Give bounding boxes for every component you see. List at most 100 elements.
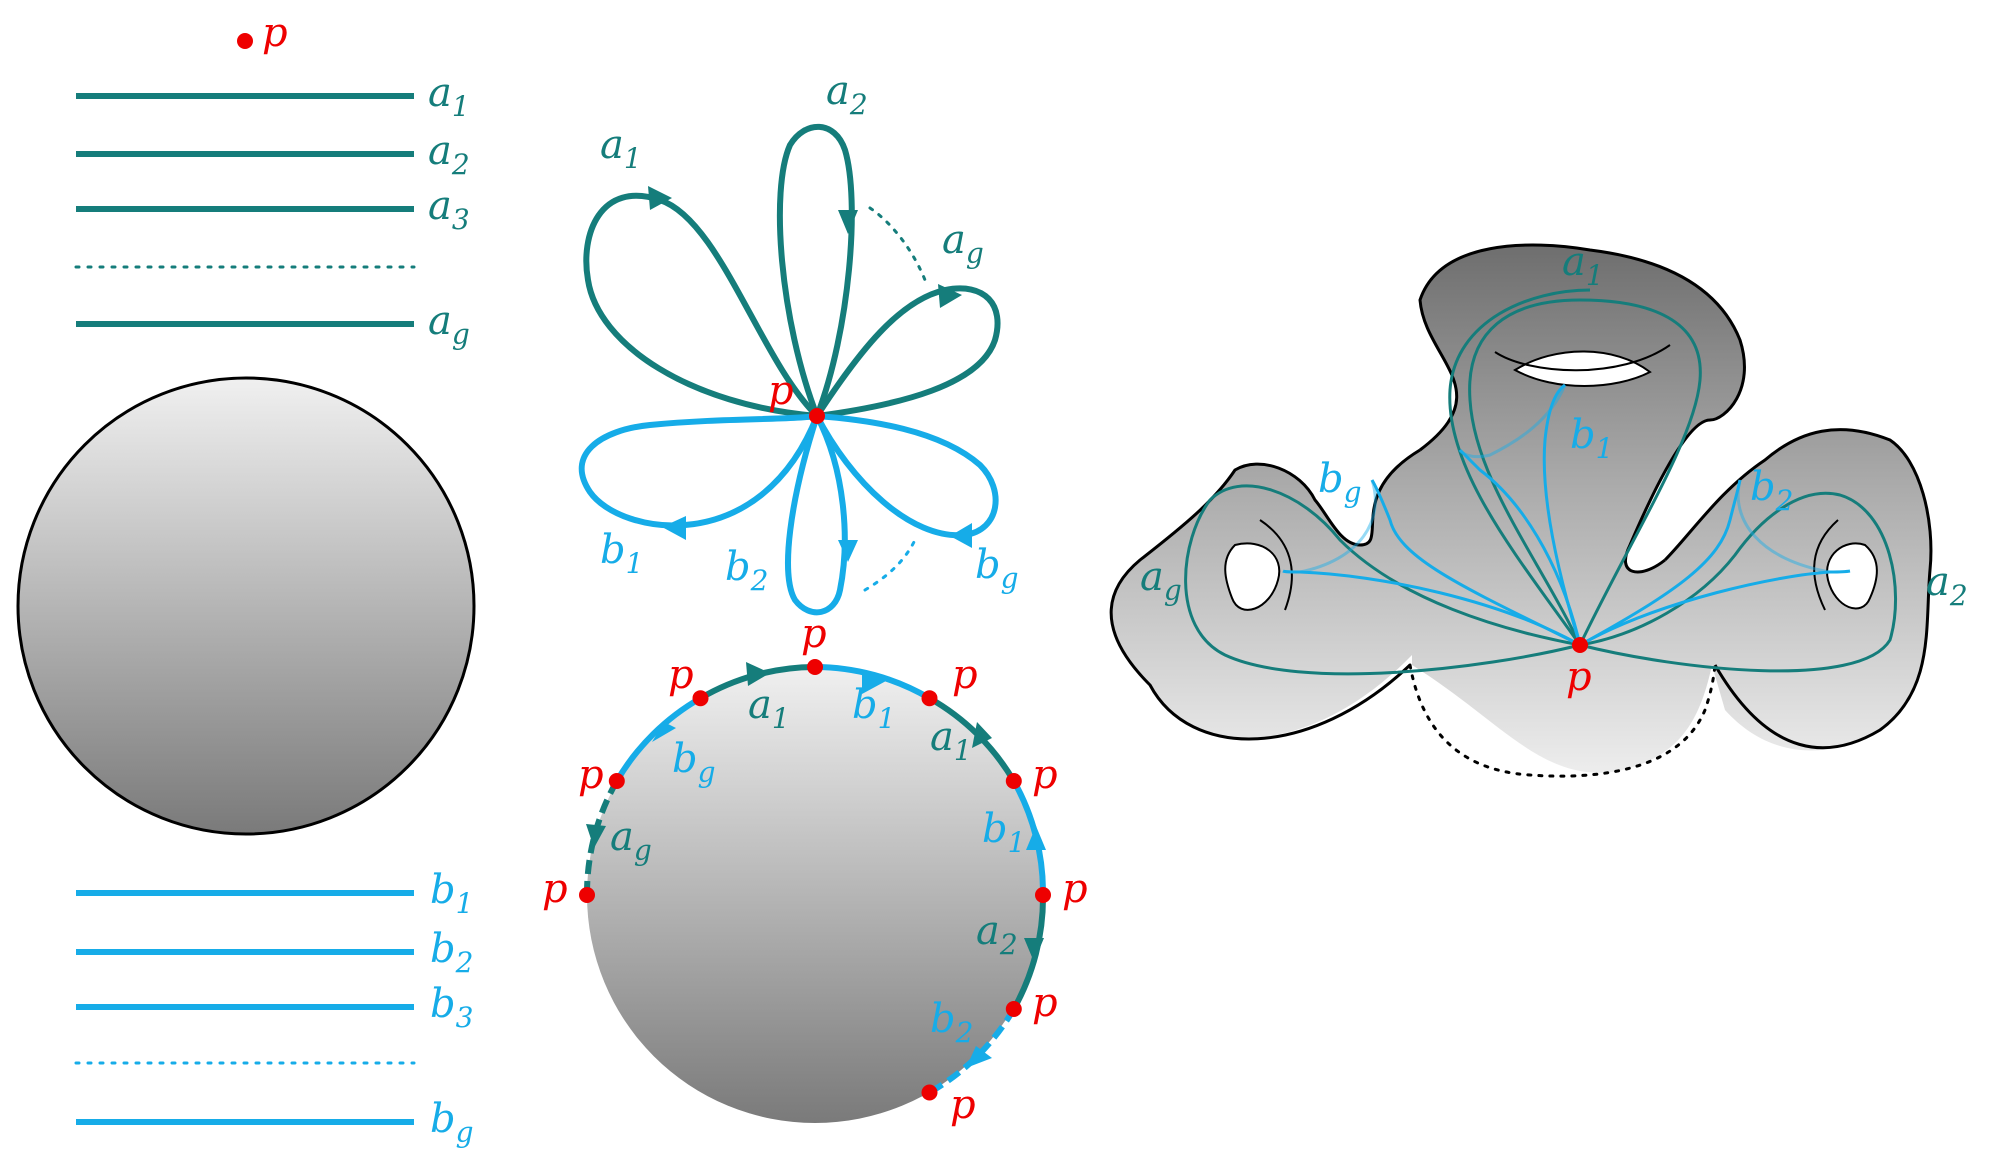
arrow-bg — [950, 523, 972, 548]
surface-label-ag: ag — [1140, 554, 1182, 607]
basepoint-marker — [237, 33, 253, 49]
surface-label-a1: a1 — [1562, 239, 1604, 292]
surface-loop-ag — [1184, 484, 1581, 676]
edge-ag-left — [583, 779, 620, 896]
hole-left-ridge — [1259, 519, 1293, 611]
poly-arrow-a1-right — [972, 722, 992, 748]
poly-arrow-ag-left — [586, 824, 606, 848]
surface-outline-right — [1663, 428, 1933, 750]
bouquet-of-circles — [578, 123, 1001, 616]
label-bg: bg — [430, 1096, 474, 1149]
edge-bg-left — [614, 695, 702, 783]
edge-label-b2-right: b2 — [930, 996, 973, 1049]
vertex-label-2: p — [952, 652, 978, 698]
surface-label-b1: b1 — [1570, 412, 1613, 465]
label-b2: b2 — [430, 926, 473, 979]
surface-loop-bg-upper — [1370, 479, 1581, 647]
edge-label-a1-top: a1 — [748, 682, 790, 735]
arrow-b2 — [838, 540, 858, 562]
surface-label-a2: a2 — [1926, 559, 1968, 612]
hole-left — [1224, 542, 1281, 611]
vertex-label-5: p — [1032, 980, 1058, 1026]
surface-loop-a1 — [1468, 298, 1702, 646]
edge-label-bg-left: bg — [672, 736, 716, 789]
surface-holes — [1224, 344, 1878, 611]
vertex-label-8: p — [578, 752, 604, 798]
surface-basepoint — [1572, 637, 1588, 653]
polygon-disk — [587, 667, 1043, 1123]
surface-loop-b1-front — [1458, 448, 1582, 646]
surface-loop-b2-back — [1736, 479, 1831, 574]
edge-b1-top — [814, 664, 932, 701]
surface-label-b2: b2 — [1750, 464, 1793, 517]
vertex-label-9: p — [542, 866, 568, 912]
basepoint-label: p — [262, 10, 288, 56]
edge-b2-right — [928, 1007, 1017, 1096]
surface-loop-bg — [1282, 569, 1581, 647]
fundamental-polygon-disk: p p p p p p p p p a1 a1 a2 ag b1 b1 b2 b… — [542, 611, 1088, 1128]
edge-label-ag-left: ag — [610, 814, 652, 867]
arrow-b1 — [662, 516, 686, 540]
bouquet-basepoint — [809, 408, 825, 424]
arrow-ag — [938, 284, 962, 308]
vertex-3 — [1005, 773, 1022, 789]
a-curves-list — [74, 93, 416, 327]
hole-top-ridge — [1494, 344, 1671, 372]
surface-loop-bg-back — [1299, 479, 1377, 574]
vertex-9 — [579, 887, 595, 903]
label-b1: b1 — [430, 867, 473, 920]
edge-label-b1-right: b1 — [982, 806, 1025, 859]
arrow-a2 — [838, 210, 858, 234]
vertex-label-4: p — [1062, 866, 1088, 912]
label-a3: a3 — [428, 183, 470, 236]
bouquet-label-b2: b2 — [725, 544, 768, 597]
loop-a2 — [776, 123, 855, 418]
label-a2: a2 — [428, 128, 470, 181]
vertex-2 — [921, 690, 938, 707]
surface-body — [1111, 245, 1931, 773]
polygon-arrows — [586, 662, 1046, 1068]
bouquet-label-a1: a1 — [600, 122, 642, 175]
hole-right-ridge — [1813, 519, 1839, 611]
vertex-label-6: p — [950, 1082, 976, 1128]
vertex-8 — [608, 773, 625, 789]
surface-basepoint-label: p — [1566, 654, 1592, 700]
vertex-4 — [1035, 887, 1051, 903]
surface-loop-a2 — [1579, 491, 1897, 673]
bouquet-basepoint-label: p — [768, 368, 794, 414]
surface-loop-a1-outer — [1448, 288, 1591, 646]
surface-dotted-boundary — [1408, 663, 1717, 778]
loop-ag — [814, 285, 1001, 419]
edge-label-a1-right: a1 — [930, 714, 972, 767]
surface-label-bg: bg — [1318, 456, 1362, 509]
bouquet-label-ag: ag — [942, 217, 984, 270]
vertex-6 — [921, 1084, 938, 1101]
genus-g-surface: p a1 ag a2 b1 bg b2 — [1109, 239, 1968, 778]
polygon-vertices — [579, 659, 1051, 1101]
surface-loop-b2-upper — [1579, 479, 1742, 647]
arrow-a1 — [648, 186, 672, 210]
hole-top — [1513, 350, 1652, 387]
vertex-7 — [692, 690, 709, 707]
poly-arrow-a1-top — [746, 662, 770, 686]
hole-right — [1826, 542, 1878, 610]
loop-b2 — [785, 414, 848, 616]
vertex-label-3: p — [1032, 752, 1058, 798]
poly-arrow-bg-left — [652, 722, 676, 742]
bouquet-label-bg: bg — [975, 542, 1019, 595]
loop-b1 — [578, 413, 820, 529]
b-curves-list — [74, 890, 416, 1125]
loop-a1 — [583, 192, 820, 419]
label-b3: b3 — [430, 981, 473, 1034]
label-ag: ag — [428, 298, 470, 351]
vertex-label-7: p — [668, 652, 694, 698]
poly-arrow-b1-top — [862, 670, 886, 694]
edge-label-b1-top: b1 — [852, 682, 895, 735]
bouquet-arrows — [648, 186, 972, 562]
poly-arrow-b2-right — [966, 1046, 992, 1068]
poly-arrow-a2-right — [1024, 938, 1044, 962]
bouquet-label-b1: b1 — [600, 527, 643, 580]
edge-label-a2-right: a2 — [976, 908, 1018, 961]
